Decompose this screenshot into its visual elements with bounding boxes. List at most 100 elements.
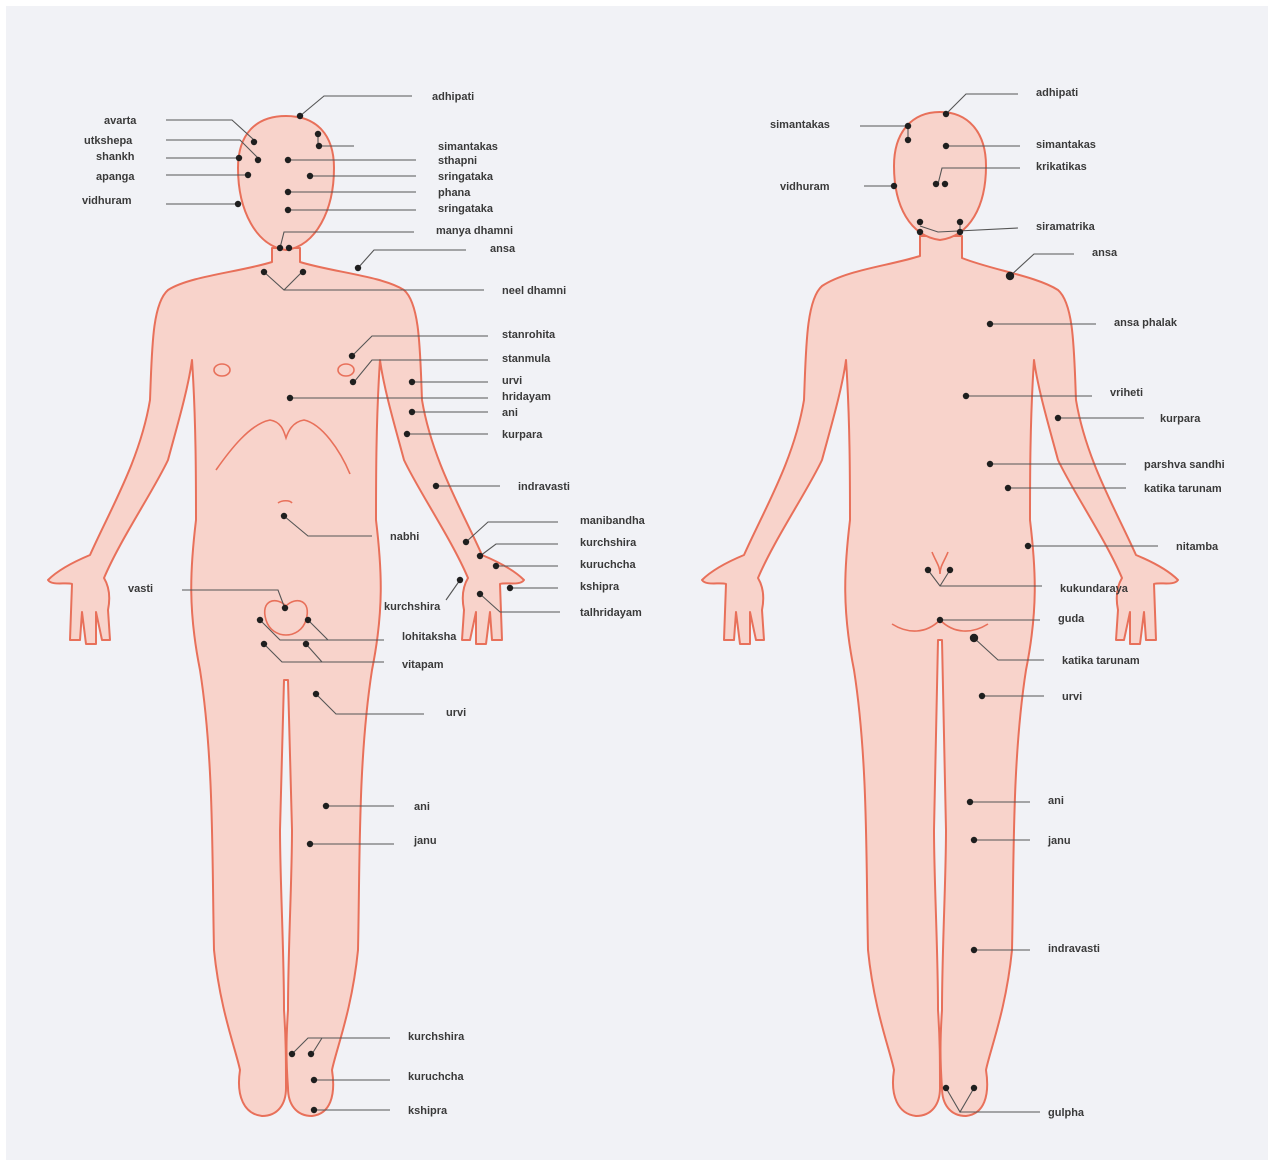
back-label-indravasti: indravasti (1048, 943, 1100, 955)
front-point-indravasti-arm (433, 483, 439, 489)
front-point-kuruchcha-foot (311, 1077, 317, 1083)
front-label-manya-dhamni: manya dhamni (436, 225, 513, 237)
back-label-simantakas-right: simantakas (1036, 139, 1096, 151)
back-point-indravasti (971, 947, 977, 953)
front-point-janu (307, 841, 313, 847)
front-point-manibandha (463, 539, 469, 545)
back-point-guda (937, 617, 943, 623)
back-label-adhipati: adhipati (1036, 87, 1078, 99)
back-point-ani (967, 799, 973, 805)
back-point-nitamba (1025, 543, 1031, 549)
back-label-vriheti: vriheti (1110, 387, 1143, 399)
back-point-krikatikas-1 (933, 181, 939, 187)
back-label-siramatrika: siramatrika (1036, 221, 1096, 233)
front-label-apanga: apanga (96, 171, 135, 183)
front-label-shankh: shankh (96, 151, 135, 163)
front-label-hridayam: hridayam (502, 391, 551, 403)
front-label-kurchshira-foot: kurchshira (408, 1031, 465, 1043)
back-point-urvi (979, 693, 985, 699)
back-point-simantakas-right (943, 143, 949, 149)
back-point-katika-tarunam-upper (1005, 485, 1011, 491)
back-point-simantakas-left-1 (905, 123, 911, 129)
front-point-simantakas-1 (315, 131, 321, 137)
back-point-vidhuram (891, 183, 897, 189)
back-label-vidhuram: vidhuram (780, 181, 830, 193)
front-point-neel-dhamni-1 (261, 269, 267, 275)
front-label-ansa: ansa (490, 243, 516, 255)
back-point-ansa (1006, 272, 1014, 280)
back-label-katika-tarunam-lower: katika tarunam (1062, 655, 1140, 667)
back-label-ansa-phalak: ansa phalak (1114, 317, 1178, 329)
front-label-urvi-leg: urvi (446, 707, 466, 719)
front-label-stanmula: stanmula (502, 353, 551, 365)
front-point-kurchshira-foot-1 (289, 1051, 295, 1057)
front-point-sringataka-1 (307, 173, 313, 179)
back-label-parshva-sandhi: parshva sandhi (1144, 459, 1225, 471)
front-label-kshipra-foot: kshipra (408, 1105, 448, 1117)
front-label-lohitaksha: lohitaksha (402, 631, 457, 643)
back-label-guda: guda (1058, 613, 1085, 625)
front-label-kshipra-hand: kshipra (580, 581, 620, 593)
front-point-utkshepa (255, 157, 261, 163)
back-point-gulpha-2 (971, 1085, 977, 1091)
back-point-kukundaraya-1 (925, 567, 931, 573)
front-point-kurchshira-foot-2 (308, 1051, 314, 1057)
back-label-ansa: ansa (1092, 247, 1118, 259)
front-label-utkshepa: utkshepa (84, 135, 133, 147)
front-point-nabhi (281, 513, 287, 519)
back-label-simantakas-left: simantakas (770, 119, 830, 131)
front-label-janu: janu (413, 835, 437, 847)
front-point-simantakas-2 (316, 143, 322, 149)
front-label-nabhi: nabhi (390, 531, 419, 543)
back-point-krikatikas-2 (942, 181, 948, 187)
front-point-kurchshira-hand-1 (477, 553, 483, 559)
front-label-sringataka-2: sringataka (438, 203, 494, 215)
back-point-parshva-sandhi (987, 461, 993, 467)
back-point-simantakas-left-2 (905, 137, 911, 143)
front-point-urvi-leg (313, 691, 319, 697)
front-point-kurpara (404, 431, 410, 437)
back-point-kukundaraya-2 (947, 567, 953, 573)
front-label-neel-dhamni: neel dhamni (502, 285, 566, 297)
back-point-katika-tarunam-lower (970, 634, 978, 642)
front-point-lohitaksha-1 (257, 617, 263, 623)
front-body-outline (48, 248, 524, 1116)
back-label-kurpara: kurpara (1160, 413, 1201, 425)
front-label-indravasti-arm: indravasti (518, 481, 570, 493)
front-point-apanga (245, 172, 251, 178)
back-label-urvi: urvi (1062, 691, 1082, 703)
front-point-stanrohita (349, 353, 355, 359)
front-point-talhridayam (477, 591, 483, 597)
front-point-ansa (355, 265, 361, 271)
front-point-sringataka-2 (285, 207, 291, 213)
front-label-kurchshira-hand-1: kurchshira (580, 537, 637, 549)
front-point-kurchshira-hand-2 (457, 577, 463, 583)
front-label-vasti: vasti (128, 583, 153, 595)
front-figure (48, 116, 524, 1116)
front-label-kurpara: kurpara (502, 429, 543, 441)
front-point-phana (285, 189, 291, 195)
front-point-vasti (282, 605, 288, 611)
front-label-kuruchcha-foot: kuruchcha (408, 1071, 465, 1083)
back-point-janu (971, 837, 977, 843)
diagram-canvas: adhipati avarta utkshepa shankh apanga v… (6, 6, 1268, 1160)
front-label-kurchshira-hand-2: kurchshira (384, 601, 441, 613)
front-label-avarta: avarta (104, 115, 137, 127)
front-label-ani-leg: ani (414, 801, 430, 813)
front-point-adhipati (297, 113, 303, 119)
front-label-sthapni: sthapni (438, 155, 477, 167)
front-point-avarta (251, 139, 257, 145)
front-point-vitapam-2 (303, 641, 309, 647)
front-label-phana: phana (438, 187, 471, 199)
front-point-vidhuram (235, 201, 241, 207)
back-point-kurpara (1055, 415, 1061, 421)
front-point-stanmula (350, 379, 356, 385)
front-label-stanrohita: stanrohita (502, 329, 556, 341)
front-label-adhipati: adhipati (432, 91, 474, 103)
front-label-sringataka-1: sringataka (438, 171, 494, 183)
back-body-outline (702, 236, 1178, 1116)
back-point-adhipati (943, 111, 949, 117)
back-label-krikatikas: krikatikas (1036, 161, 1087, 173)
back-point-siramatrika-3 (957, 219, 963, 225)
back-label-nitamba: nitamba (1176, 541, 1219, 553)
